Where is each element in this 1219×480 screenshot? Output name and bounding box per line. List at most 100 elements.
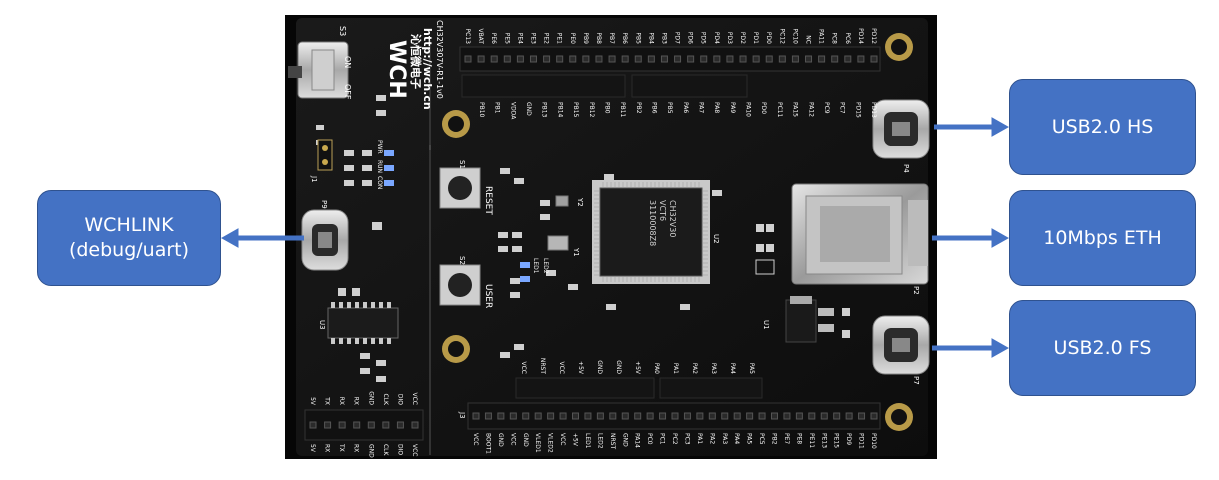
- led-label-run: RUN: [376, 160, 383, 173]
- pin-label: PE6: [490, 33, 497, 44]
- header-pin: [771, 412, 778, 420]
- u1-label: U1: [762, 320, 770, 330]
- header-pin: [569, 55, 577, 63]
- mcu-pin: [703, 266, 708, 268]
- pin-label: GND: [615, 360, 622, 374]
- u3-pin: [363, 338, 367, 344]
- p4-label: P4: [902, 164, 910, 173]
- chip-text-line3: 3110008Z8: [648, 200, 657, 246]
- pin-label: PA4: [733, 433, 740, 444]
- header-pin: [595, 55, 603, 63]
- pin-label: PA11: [818, 29, 825, 44]
- header-pin: [739, 55, 747, 63]
- mcu-pin: [594, 250, 599, 252]
- mcu-pin: [686, 277, 688, 282]
- header-pin: [534, 412, 542, 420]
- mcu-pin: [614, 277, 616, 282]
- mcu-pin: [682, 182, 684, 187]
- header-pin: [726, 55, 734, 63]
- pin-label: RX: [338, 397, 345, 405]
- pin-label: PB2: [635, 102, 642, 114]
- chip-u3: [327, 302, 399, 344]
- header-pin: [464, 55, 472, 63]
- pin-label: PE8: [795, 433, 802, 444]
- mcu-pin: [666, 277, 668, 282]
- header-pin: [795, 412, 803, 420]
- pin-label: GND: [367, 444, 374, 458]
- header-pin: [845, 412, 853, 420]
- mcu-pin: [606, 277, 608, 282]
- pin-label: PA7: [698, 102, 705, 113]
- jumper-pin: [324, 421, 332, 429]
- header-pin: [477, 55, 485, 63]
- mcu-pin: [630, 277, 632, 282]
- pin-label: PB5: [634, 32, 641, 44]
- reset-label: RESET: [483, 186, 493, 215]
- u3-pin: [331, 338, 335, 344]
- pin-label: PC8: [831, 32, 838, 44]
- pin-label: PC11: [776, 102, 783, 118]
- mcu-pin: [694, 182, 696, 187]
- header-pin: [543, 55, 551, 63]
- u3-pin: [371, 338, 375, 344]
- pin-label: PD4: [713, 32, 720, 44]
- pin-label: VCC: [411, 393, 418, 405]
- brand-url: http://wch.cn: [421, 28, 434, 110]
- pin-label: PC7: [839, 102, 846, 114]
- pin-label: RX: [353, 444, 360, 452]
- led-label-con: CON: [376, 176, 383, 189]
- mounting-holes: [442, 33, 913, 431]
- pin-label: +5V: [577, 361, 584, 375]
- usb-c-p7: [872, 315, 930, 375]
- pin-label: PE3: [529, 33, 536, 44]
- s1-label: S1: [458, 160, 466, 169]
- header-pin: [833, 412, 841, 420]
- pin-label: PA3: [721, 433, 728, 444]
- pin-label: VDDA: [509, 102, 516, 120]
- mcu-pin: [658, 277, 660, 282]
- pin-label: PD0: [760, 102, 767, 114]
- pin-label: PD13: [870, 102, 877, 118]
- mcu-pin: [634, 277, 636, 282]
- mcu-pin: [594, 238, 599, 240]
- pin-label: GND: [621, 433, 628, 447]
- pin-label: VCC: [558, 362, 565, 374]
- pin-label: PC1: [659, 433, 666, 445]
- pin-label: PD7: [674, 32, 681, 44]
- mcu-pin: [686, 182, 688, 187]
- pin-label: GND: [525, 102, 532, 116]
- callout-usb-hs: USB2.0 HS: [1009, 79, 1196, 175]
- mcu-pin: [610, 277, 612, 282]
- callout-usb-fs-text: USB2.0 FS: [1053, 336, 1152, 359]
- mcu-pin: [642, 182, 644, 187]
- arrow-fs-head: [991, 338, 1010, 358]
- pin-label: PA2: [708, 433, 715, 444]
- header-pin: [582, 55, 590, 63]
- pin-label: GND: [367, 391, 374, 405]
- mcu-pin: [618, 182, 620, 187]
- jumper-pin: [367, 421, 375, 429]
- j3-label: J3: [458, 411, 466, 419]
- mcu-pin: [670, 277, 672, 282]
- user-button: [439, 264, 481, 306]
- header-pin: [746, 412, 754, 420]
- mcu-pin: [594, 258, 599, 260]
- pin-label: PE2: [543, 33, 550, 44]
- pin-label: PE1: [556, 33, 563, 44]
- mcu-chip: [592, 180, 710, 284]
- header-pin: [584, 412, 592, 420]
- pin-label: PA15: [792, 102, 799, 117]
- pin-label: PB7: [608, 32, 615, 44]
- pin-label: PA5: [748, 363, 755, 374]
- u3-pin: [355, 338, 359, 344]
- u2-label: U2: [712, 234, 720, 244]
- pin-label: PE13: [820, 433, 827, 448]
- mcu-pin: [646, 277, 648, 282]
- mcu-pin: [703, 250, 708, 252]
- mcu-pin: [630, 182, 632, 187]
- u3-pin: [355, 302, 359, 308]
- callout-ethernet: 10Mbps ETH: [1009, 190, 1196, 286]
- header-pin: [674, 55, 682, 63]
- mcu-pin: [703, 258, 708, 260]
- brand-chinese: 沁恒微电子: [409, 34, 423, 89]
